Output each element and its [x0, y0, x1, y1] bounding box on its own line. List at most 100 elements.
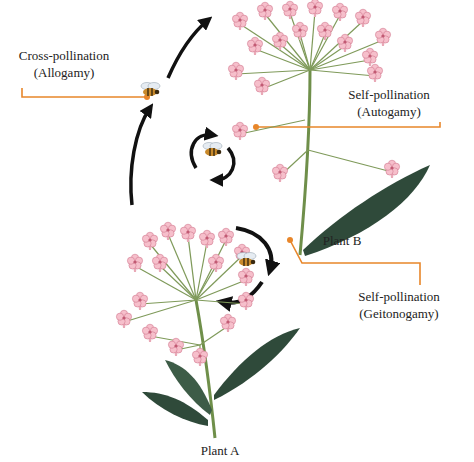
leaf — [165, 360, 212, 415]
flower-stalk — [150, 244, 196, 300]
flower — [180, 224, 195, 242]
flower-center — [133, 260, 136, 263]
flower-stalk — [310, 70, 375, 76]
flower-stalk — [310, 15, 340, 70]
flower-center — [260, 83, 263, 86]
flower — [362, 48, 377, 66]
flower-petal — [272, 35, 279, 42]
pollination-arrow — [191, 135, 213, 168]
label-text: Self-pollination (Geitonogamy) — [338, 288, 460, 322]
leaf — [303, 165, 430, 256]
flower-stalk — [196, 266, 216, 300]
bee-stripe — [151, 88, 152, 96]
flower — [127, 254, 142, 272]
leader-dot — [287, 237, 293, 243]
flower-petal — [238, 271, 245, 278]
flower-stalk — [240, 24, 310, 70]
flower-petal — [254, 80, 261, 87]
flower — [247, 37, 262, 55]
bee — [203, 143, 222, 157]
flower-center — [234, 68, 237, 71]
leader-line — [22, 88, 145, 97]
flower-petal — [218, 231, 225, 238]
flower-petal — [367, 67, 374, 74]
flower — [218, 228, 233, 246]
pollination-arrow — [168, 20, 208, 78]
flower-petal — [337, 37, 344, 44]
flower-center — [238, 18, 241, 21]
flower — [192, 348, 207, 366]
flower — [272, 32, 287, 50]
flower-center — [166, 228, 169, 231]
flower-petal — [307, 2, 314, 9]
flower — [232, 12, 247, 30]
flower-petal — [142, 235, 149, 242]
flower-petal — [375, 31, 382, 38]
flower-stalk — [196, 300, 246, 304]
flower-center — [238, 128, 241, 131]
flower-petal — [168, 341, 175, 348]
leader-dot — [253, 124, 259, 130]
flower-center — [298, 28, 301, 31]
flower-center — [224, 234, 227, 237]
flower — [272, 164, 287, 182]
flower-center — [186, 230, 189, 233]
flower-petal — [228, 65, 235, 72]
flower-center — [263, 8, 266, 11]
flower-center — [148, 238, 151, 241]
flower-center — [278, 170, 281, 173]
flower-stalk — [196, 256, 242, 300]
flower-petal — [232, 15, 239, 22]
flower — [208, 254, 223, 272]
flower-stalk — [280, 44, 310, 70]
flower-petal — [292, 25, 299, 32]
label-text: Plant B — [312, 232, 372, 249]
leader-line — [291, 242, 420, 285]
flower — [317, 22, 332, 40]
flower — [142, 324, 157, 342]
flower-stalk — [300, 34, 310, 70]
flower — [232, 122, 247, 140]
flower-petal — [362, 51, 369, 58]
flower-petal — [199, 233, 206, 240]
plant-stem — [300, 70, 310, 255]
flower-center — [323, 28, 326, 31]
flower-petal — [257, 5, 264, 12]
flower-stalk — [310, 60, 370, 70]
flower-petal — [355, 12, 362, 19]
flower — [132, 292, 147, 310]
flower-petal — [152, 257, 159, 264]
flower — [228, 62, 243, 80]
flower-center — [361, 15, 364, 18]
flower — [332, 3, 347, 21]
flower-petal — [180, 227, 187, 234]
bee-stripe — [243, 258, 244, 266]
flower — [337, 34, 352, 52]
flower-center — [198, 354, 201, 357]
bee-stripe — [209, 148, 210, 156]
flower-petal — [247, 40, 254, 47]
flower-center — [174, 344, 177, 347]
flower — [220, 314, 235, 332]
flower — [238, 268, 253, 286]
flower-center — [226, 320, 229, 323]
label-text: Self-pollination (Autogamy) — [330, 86, 448, 120]
flower-center — [244, 274, 247, 277]
bee — [141, 83, 160, 97]
flower-center — [244, 298, 247, 301]
flower — [160, 222, 175, 240]
bee-head — [251, 260, 256, 265]
flower-center — [338, 9, 341, 12]
flower-stalk — [262, 70, 310, 89]
flower-petal — [116, 313, 123, 320]
flower-stalk — [188, 236, 196, 300]
flower-stalk — [196, 280, 246, 300]
flower-stalk — [240, 120, 305, 134]
flower — [384, 160, 399, 178]
flower-center — [148, 330, 151, 333]
flower-petal — [160, 225, 167, 232]
flower — [238, 292, 253, 310]
flower-center — [343, 40, 346, 43]
flower — [375, 28, 390, 46]
flower-stalk — [160, 266, 196, 300]
